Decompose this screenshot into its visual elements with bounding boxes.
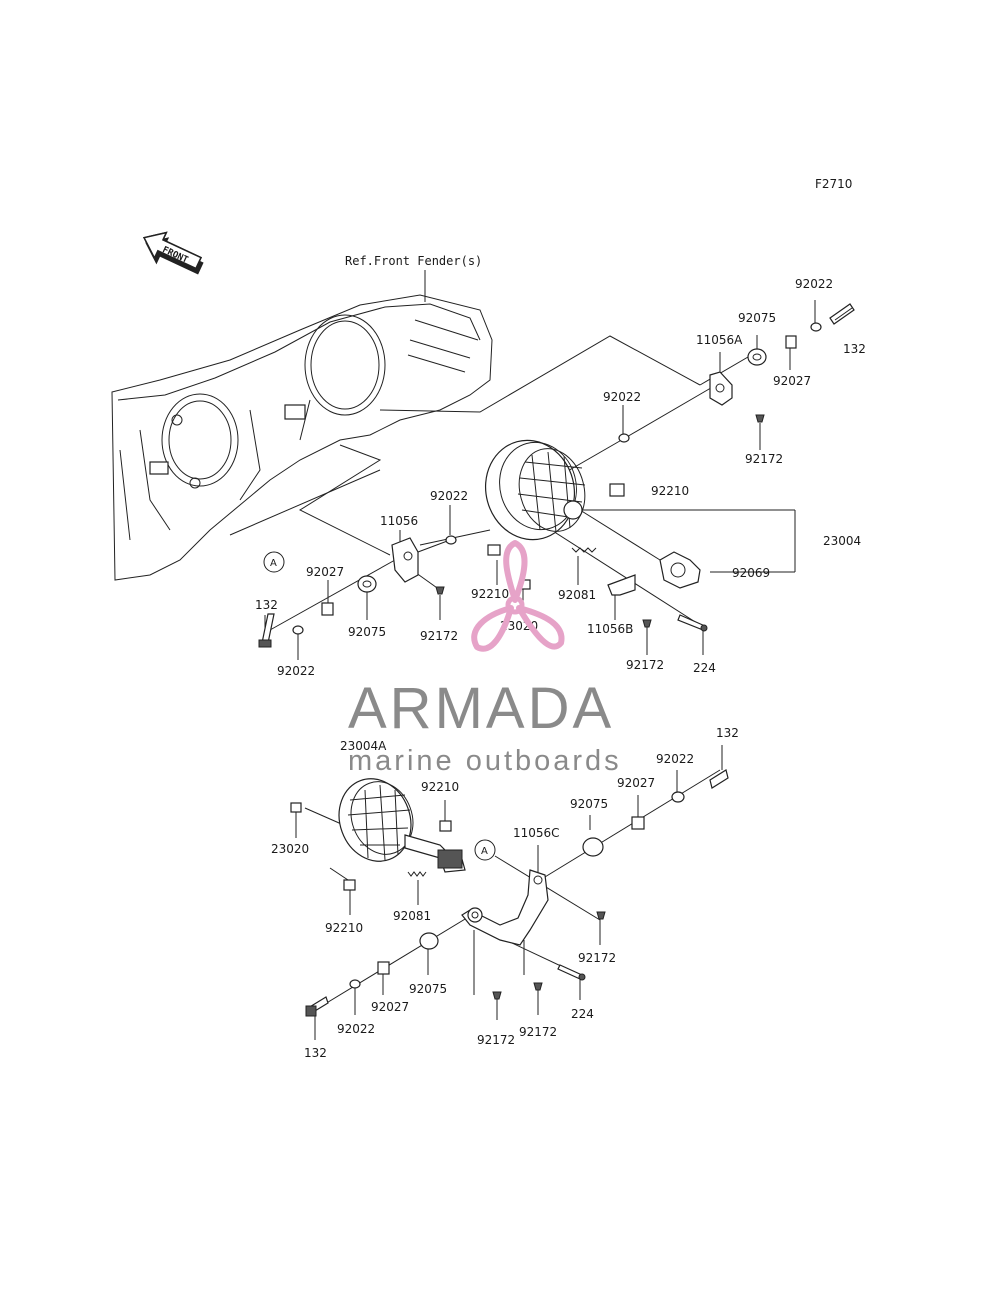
label-11056a: 11056A bbox=[696, 333, 743, 347]
label-92210-c: 92210 bbox=[421, 780, 459, 794]
label-92022-a: 92022 bbox=[795, 277, 833, 291]
label-132-b: 132 bbox=[255, 598, 278, 612]
label-132-d: 132 bbox=[304, 1046, 327, 1060]
label-92022-c: 92022 bbox=[430, 489, 468, 503]
label-92027-a: 92027 bbox=[773, 374, 811, 388]
watermark-tagline: marine outboards bbox=[348, 745, 622, 777]
label-224-a: 224 bbox=[693, 661, 716, 675]
label-92075-c: 92075 bbox=[570, 797, 608, 811]
upper-parts bbox=[258, 303, 855, 648]
watermark-brand: ARMADA bbox=[348, 676, 614, 741]
label-92172-d: 92172 bbox=[578, 951, 616, 965]
label-92081-b: 92081 bbox=[393, 909, 431, 923]
label-92069: 92069 bbox=[732, 566, 770, 580]
label-92022-f: 92022 bbox=[337, 1022, 375, 1036]
label-92027-c: 92027 bbox=[617, 776, 655, 790]
label-92022-d: 92022 bbox=[277, 664, 315, 678]
label-92210-a: 92210 bbox=[651, 484, 689, 498]
label-92210-d: 92210 bbox=[325, 921, 363, 935]
armada-logo: ARMADA marine outboards bbox=[348, 540, 622, 777]
label-92172-a: 92172 bbox=[745, 452, 783, 466]
svg-text:A: A bbox=[270, 558, 277, 569]
front-arrow-icon: FRONT bbox=[142, 231, 204, 275]
front-fender-housing bbox=[111, 294, 493, 581]
spring-92081 bbox=[571, 547, 597, 553]
callout-a-upper: A bbox=[263, 551, 285, 573]
label-23020-b: 23020 bbox=[271, 842, 309, 856]
headlight-23004a bbox=[338, 778, 466, 873]
label-132-c: 132 bbox=[716, 726, 739, 740]
label-92027-b: 92027 bbox=[306, 565, 344, 579]
label-11056c: 11056C bbox=[513, 826, 560, 840]
label-92027-d: 92027 bbox=[371, 1000, 409, 1014]
bulb-92069 bbox=[659, 551, 701, 589]
label-132-a: 132 bbox=[843, 342, 866, 356]
label-11056b: 11056B bbox=[587, 622, 633, 636]
label-92022-b: 92022 bbox=[603, 390, 641, 404]
label-92022-e: 92022 bbox=[656, 752, 694, 766]
label-23004a: 23004A bbox=[340, 739, 387, 753]
diagram-code: F2710 bbox=[815, 177, 852, 191]
headlight-23004 bbox=[484, 439, 586, 541]
callout-a-lower: A bbox=[474, 839, 496, 861]
label-92075-a: 92075 bbox=[738, 311, 776, 325]
reference-text: Ref.Front Fender(s) bbox=[345, 254, 482, 268]
label-23004: 23004 bbox=[823, 534, 861, 548]
label-92172-f: 92172 bbox=[519, 1025, 557, 1039]
lower-parts bbox=[290, 769, 729, 1017]
label-92075-d: 92075 bbox=[409, 982, 447, 996]
label-92172-e: 92172 bbox=[477, 1033, 515, 1047]
label-92081-a: 92081 bbox=[558, 588, 596, 602]
labels-upper: 92022 92075 11056A 132 92027 92022 92172… bbox=[255, 277, 866, 678]
label-224-b: 224 bbox=[571, 1007, 594, 1021]
label-92075-b: 92075 bbox=[348, 625, 386, 639]
label-92172-b: 92172 bbox=[420, 629, 458, 643]
label-92210-b: 92210 bbox=[471, 587, 509, 601]
svg-text:A: A bbox=[481, 846, 488, 857]
labels-lower: 23004A 132 92022 92210 92027 92075 23020… bbox=[271, 726, 739, 1060]
label-11056: 11056 bbox=[380, 514, 418, 528]
label-92172-c: 92172 bbox=[626, 658, 664, 672]
propeller-icon bbox=[471, 540, 565, 652]
